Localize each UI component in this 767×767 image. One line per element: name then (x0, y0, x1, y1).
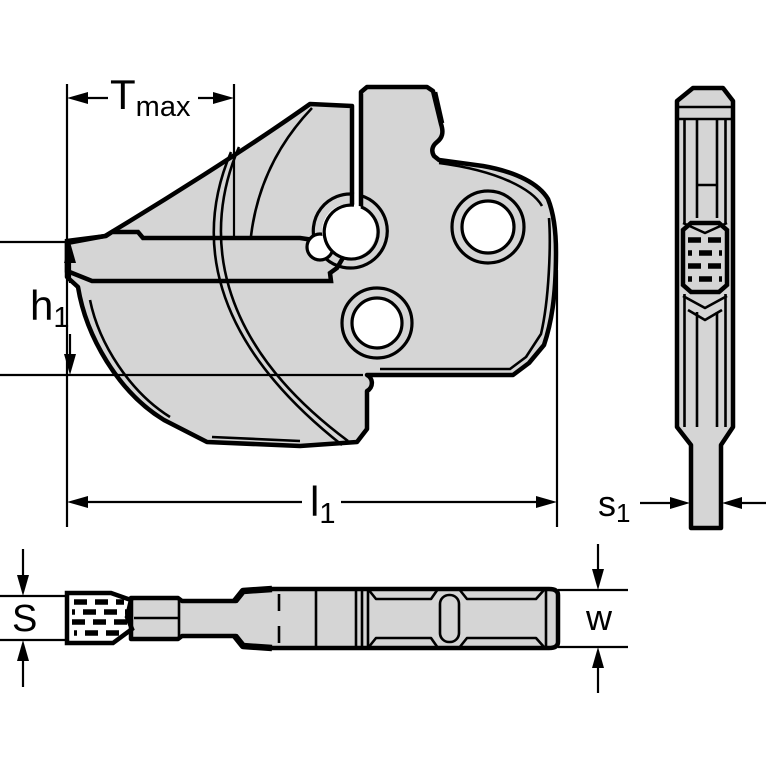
s1-arrowhead-right (722, 497, 742, 509)
clamp-hole-bore-fill (322, 204, 376, 258)
l1-label: l1 (310, 478, 335, 530)
w-arrowhead-down (592, 569, 604, 590)
clamp-hole-ring (311, 192, 389, 270)
dim-s1: s1 (598, 483, 766, 528)
w-label: w (585, 597, 613, 638)
hex-flat-bottom-b (457, 636, 545, 649)
bottom-edge-line (211, 435, 301, 443)
disc-face-arc-inner (212, 151, 343, 447)
mounting-hole-top (460, 199, 516, 255)
insert-seat-chevron-1 (682, 294, 728, 310)
detent-notch (438, 593, 461, 644)
dim-s: S (0, 549, 67, 687)
s-label: S (12, 598, 37, 640)
flange-edge-top (232, 585, 273, 604)
insert-side (680, 220, 730, 295)
top-view (64, 585, 561, 652)
disc-face-arc-outer (219, 146, 349, 443)
tab-edge-line (434, 91, 445, 124)
dim-w: w (558, 544, 628, 693)
tmax-arrowhead-left (67, 92, 88, 104)
mounting-hole-bottom (350, 296, 404, 350)
tmax-arrowhead-right (213, 92, 234, 104)
clamp-hole-bore (322, 203, 380, 261)
mounting-hole-bottom-ring (340, 286, 414, 360)
insert-seat-chevron-2 (687, 308, 723, 322)
flange-edge-bottom (232, 633, 273, 652)
hex-flat-top-a (366, 588, 440, 601)
insert-top (64, 590, 135, 646)
tmax-label: Tmax (110, 71, 191, 123)
dim-tmax: Tmax (65, 71, 236, 238)
hex-flat-top-b (457, 588, 545, 601)
bottom-left-chamfer-line (88, 299, 171, 419)
right-edge-chamfer-line (380, 217, 552, 371)
w-arrowhead-up (592, 647, 604, 668)
side-view (674, 85, 736, 531)
dim-l1: l1 (65, 238, 559, 530)
s-arrowhead-up (17, 640, 29, 661)
top-right-chamfer-line (438, 161, 544, 207)
s-arrowhead-down (17, 575, 29, 596)
mounting-hole-top-ring (450, 189, 526, 265)
front-view (64, 84, 559, 449)
s1-arrowhead-left (670, 497, 690, 509)
l1-arrowhead-right (536, 496, 557, 508)
l1-arrowhead-left (67, 496, 88, 508)
hex-flat-bottom-a (366, 636, 440, 649)
h1-label: h1 (30, 282, 70, 334)
dim-h1: h1 (0, 240, 363, 377)
insert-side-clamp-notch (682, 221, 728, 235)
h1-arrowhead-down (64, 354, 76, 375)
s1-label: s1 (598, 483, 630, 528)
nose-chamfer-line (249, 107, 313, 237)
tool-head-silhouette (64, 84, 559, 449)
